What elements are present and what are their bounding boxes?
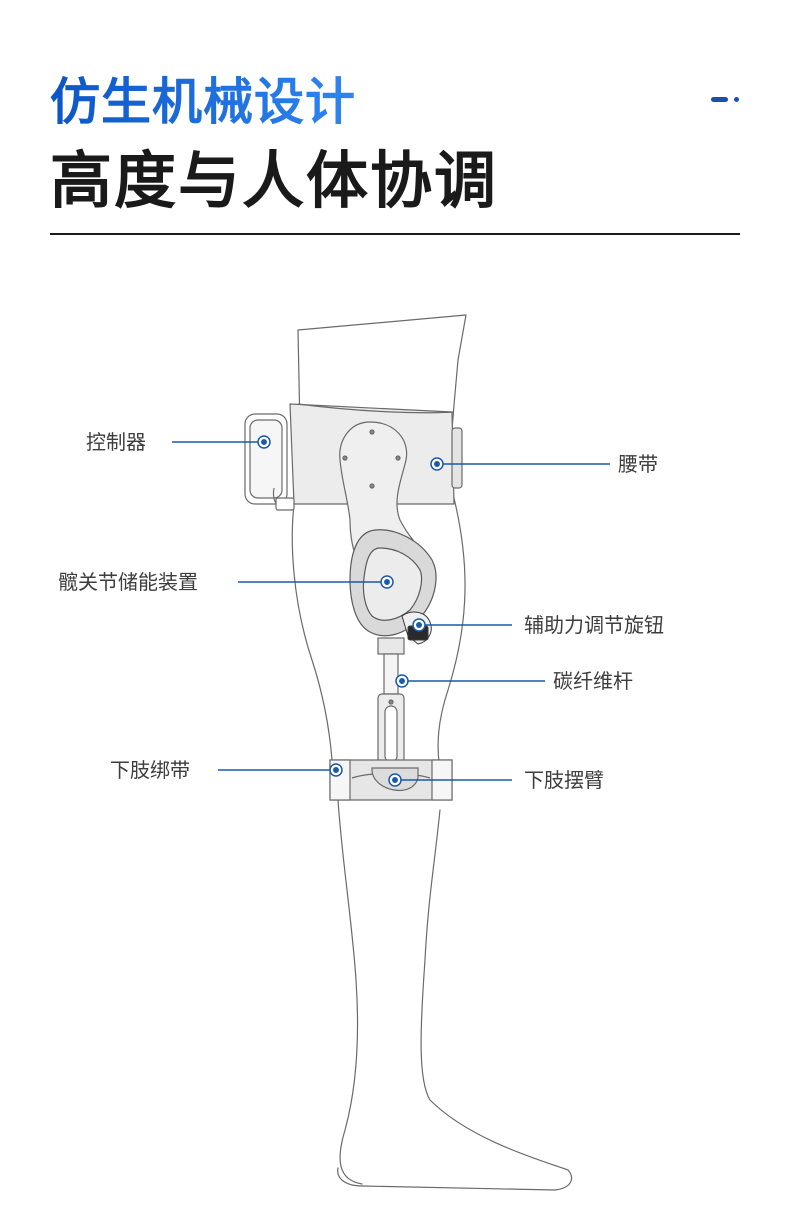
callout-markers xyxy=(257,435,444,787)
callout-assist-knob: 辅助力调节旋钮 xyxy=(524,613,664,637)
carbon-fiber-rod xyxy=(377,637,405,773)
callout-carbon-rod: 碳纤维杆 xyxy=(553,669,633,693)
callout-waist-belt: 腰带 xyxy=(618,452,658,476)
section-subtitle: 高度与人体协调 xyxy=(50,144,499,217)
controller xyxy=(244,413,295,511)
callout-controller: 控制器 xyxy=(86,430,146,454)
leg-outline-right xyxy=(361,489,573,1191)
foot-outline xyxy=(337,1167,363,1187)
callout-lines xyxy=(172,441,610,781)
leg-outline-left xyxy=(291,504,363,1185)
decorative-dash-icon xyxy=(711,97,739,103)
callout-lower-arm: 下肢摆臂 xyxy=(524,768,604,792)
header-divider xyxy=(50,233,740,235)
callout-hip-storage: 髋关节储能装置 xyxy=(58,570,198,594)
section-title: 仿生机械设计 xyxy=(50,73,356,131)
callout-lower-strap: 下肢绑带 xyxy=(110,758,190,782)
